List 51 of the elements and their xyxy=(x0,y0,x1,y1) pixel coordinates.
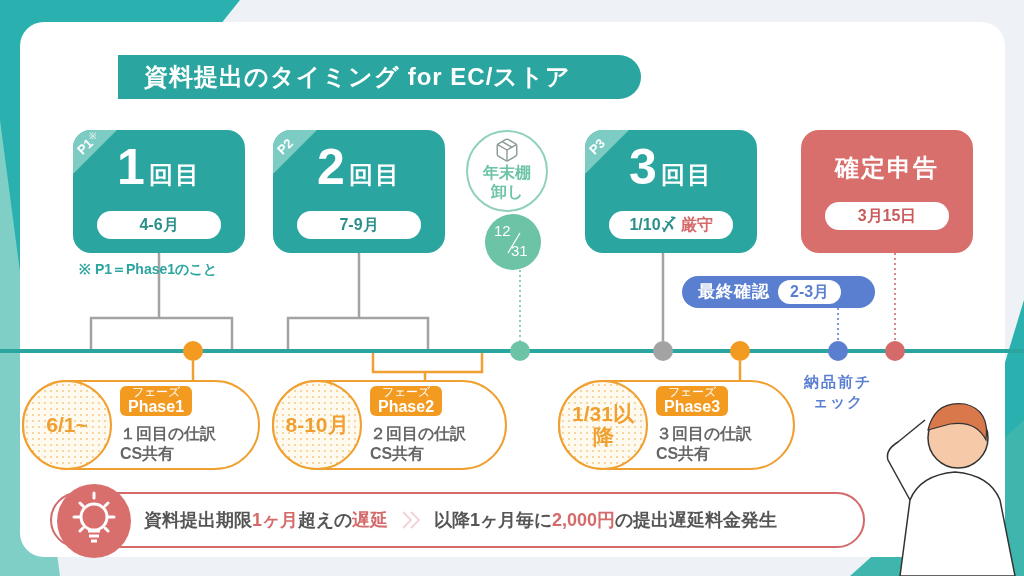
date-day: 31 xyxy=(511,243,528,258)
dot-caption: 納品前チェック xyxy=(803,372,873,412)
event-text: 年末棚卸し xyxy=(482,163,532,201)
deadline-title: 確定申告 xyxy=(835,156,939,180)
period-text: 7-9月 xyxy=(339,215,379,235)
note-text: 資料提出期限1ヶ月超えの遅延 xyxy=(144,508,388,532)
round-number: 3 xyxy=(629,142,657,192)
footnote: ※ P1＝Phase1のこと xyxy=(79,260,218,279)
phase-card xyxy=(73,130,245,253)
date-month: 12 xyxy=(494,223,511,238)
phase-pill xyxy=(22,380,260,470)
phase-name: Phase1 xyxy=(128,398,185,416)
period-text: 厳守 xyxy=(680,215,713,235)
period-text: 4-6月 xyxy=(139,215,179,235)
connector-line xyxy=(661,253,665,341)
round-number: 1 xyxy=(117,142,145,192)
check-pill xyxy=(682,276,875,308)
phase-description: ３回目の仕訳CS共有 xyxy=(656,424,753,464)
title: 資料提出のタイミング for EC/ストア xyxy=(144,62,572,92)
phase-card xyxy=(273,130,445,253)
round-suffix: 回目 xyxy=(348,163,401,187)
deadline-card xyxy=(801,130,973,253)
phase-name: Phase3 xyxy=(664,398,721,416)
period-text: 1/10〆 xyxy=(629,215,677,235)
check-title: 最終確認 xyxy=(698,281,770,304)
phase-kana: フェーズ xyxy=(132,386,180,398)
connector-line xyxy=(89,251,234,351)
phase-description: ２回目の仕訳CS共有 xyxy=(370,424,467,464)
note-mark: ※ xyxy=(89,132,97,141)
date-text: 6/1~ xyxy=(45,413,89,437)
phase-description: １回目の仕訳CS共有 xyxy=(120,424,217,464)
dotted-connector xyxy=(519,269,521,342)
round-number: 2 xyxy=(317,142,345,192)
dotted-connector xyxy=(894,252,896,342)
penalty-note xyxy=(50,492,865,548)
round-suffix: 回目 xyxy=(660,163,713,187)
deadline-pill: 3月15日 xyxy=(825,202,949,230)
note-text: 以降1ヶ月毎に2,000円の提出遅延料金発生 xyxy=(434,508,778,532)
connector-line xyxy=(371,351,484,382)
date-text: 1/31以降 xyxy=(571,401,635,449)
round-suffix: 回目 xyxy=(148,163,201,187)
connector-line xyxy=(191,361,195,380)
connector-line xyxy=(286,251,430,351)
date-text: 8-10月 xyxy=(284,413,350,437)
check-period: 2-3月 xyxy=(778,280,842,304)
phase-kana: フェーズ xyxy=(382,386,430,398)
connector-line xyxy=(738,361,742,380)
phase-card xyxy=(585,130,757,253)
phase-name: Phase2 xyxy=(378,398,435,416)
phase-kana: フェーズ xyxy=(668,386,716,398)
dotted-connector xyxy=(837,307,839,342)
